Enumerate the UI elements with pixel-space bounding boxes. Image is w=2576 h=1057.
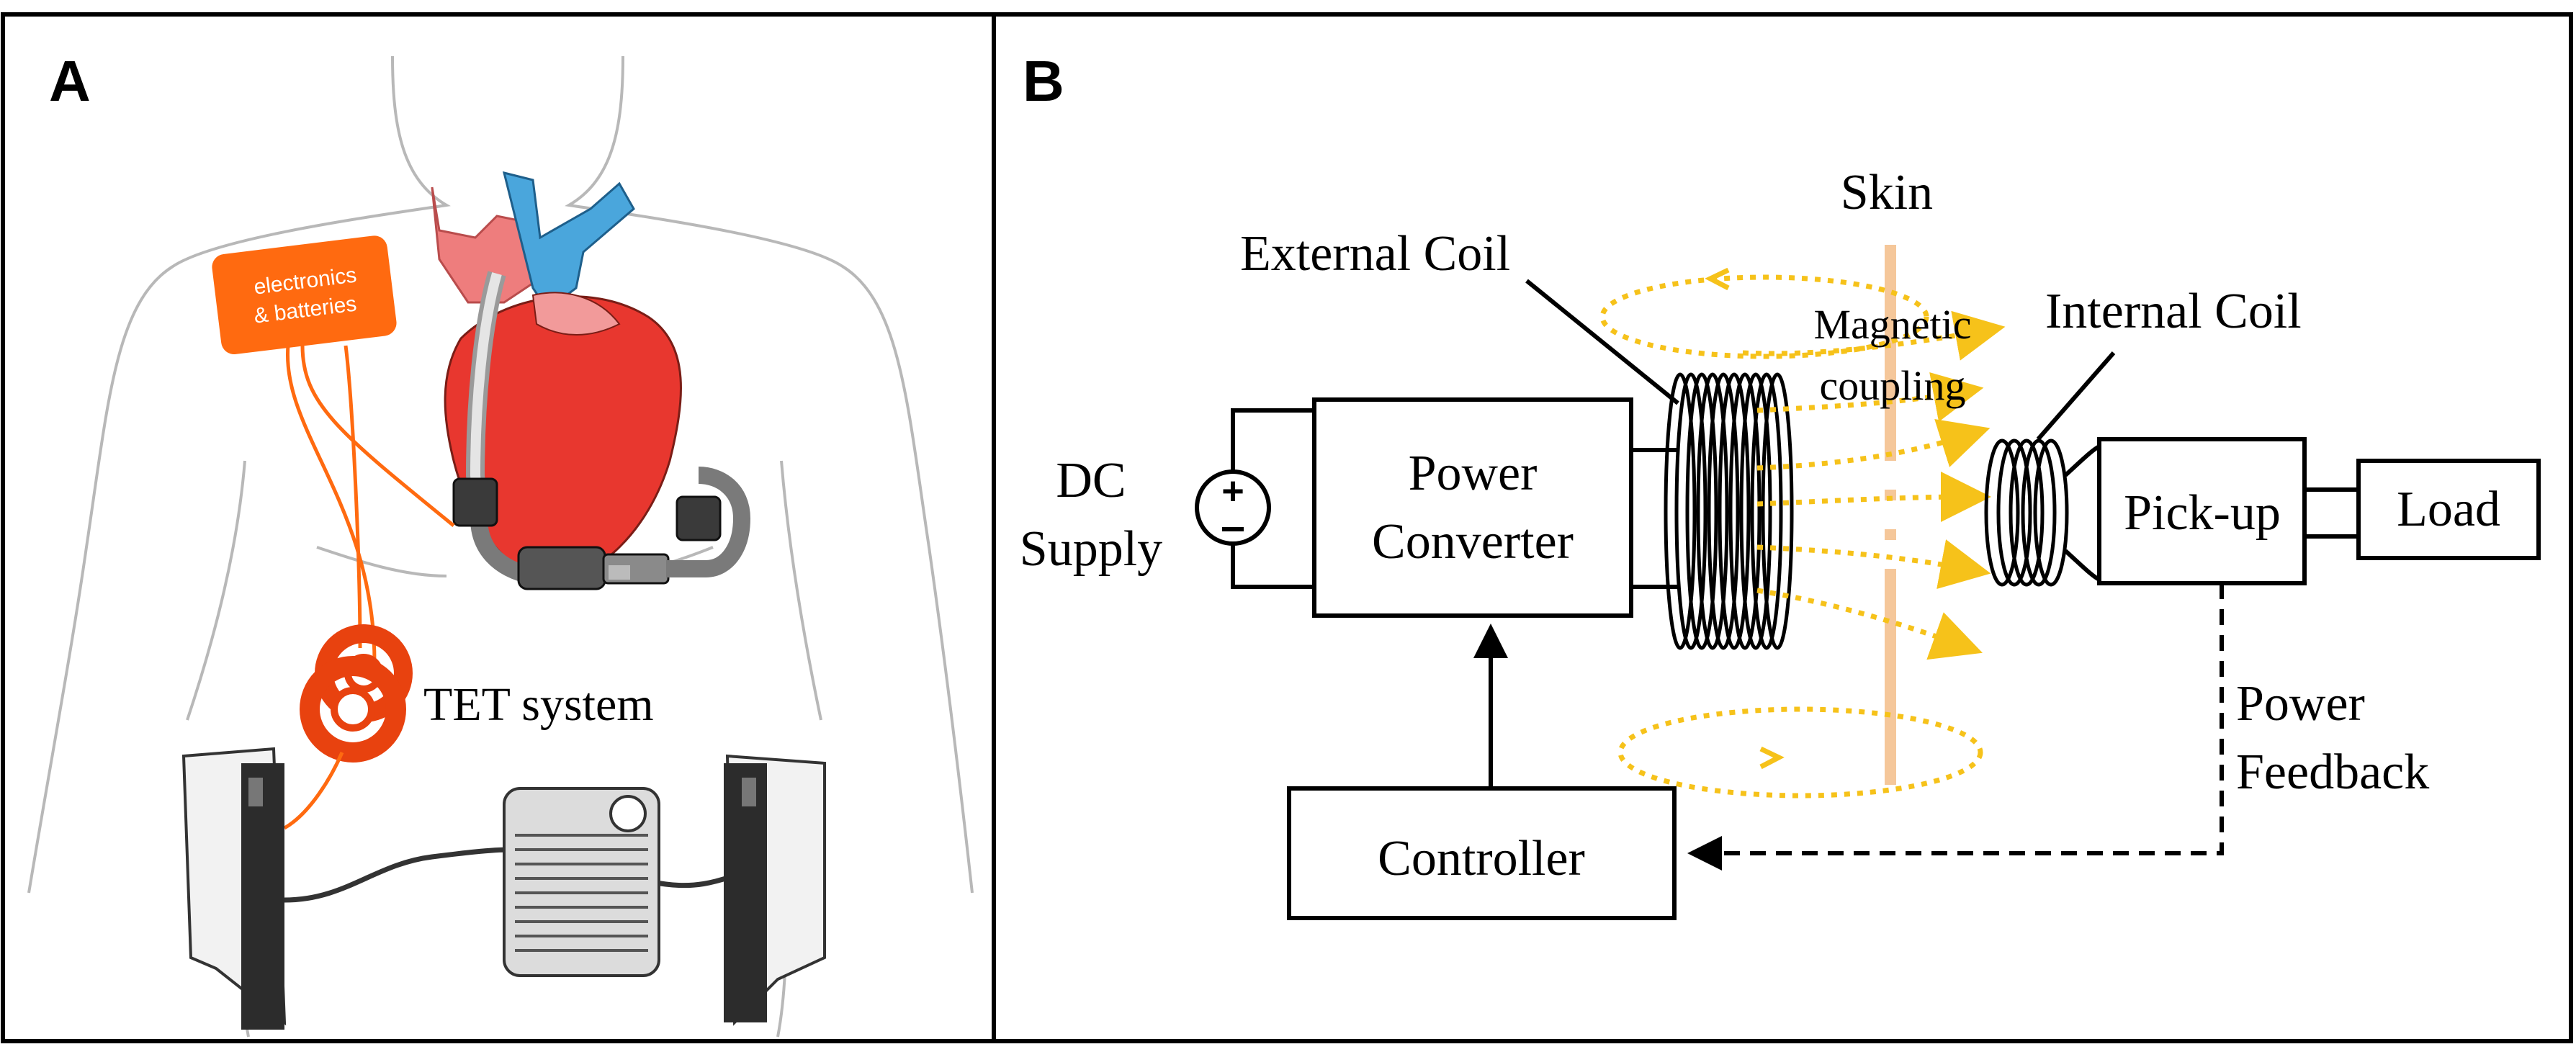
drive-line-3 (344, 345, 362, 649)
skin-label: Skin (1841, 165, 1933, 220)
power-feedback-path (1687, 583, 2224, 871)
pickup-box (2097, 437, 2307, 585)
svg-text:+: + (1221, 469, 1244, 513)
panel-a-letter: A (49, 49, 91, 113)
load-label: Load (2397, 482, 2500, 537)
heart (431, 171, 682, 585)
electronics-box (212, 235, 397, 355)
internal-coil-leader (2036, 351, 2116, 441)
heart-top (531, 292, 621, 336)
load-box (2356, 459, 2541, 560)
drive-line-2 (285, 345, 377, 663)
power-converter-box (1312, 397, 1633, 618)
tet-system-label: TET system (423, 678, 654, 731)
lvad-pump (452, 467, 751, 590)
panel-b: B Skin + DC Supply Power Converter (1020, 49, 2541, 920)
heart-body (444, 295, 682, 585)
panel-b-letter: B (1023, 49, 1064, 113)
external-coil-leader (1525, 279, 1679, 405)
feedback-label-line2: Feedback (2236, 745, 2429, 800)
dc-supply: + (1195, 408, 1314, 589)
magnetic-field (1599, 274, 2006, 799)
magnetic-label-line2: coupling (1820, 362, 1966, 409)
body-outline (27, 55, 974, 1038)
dc-label-line1: DC (1056, 453, 1126, 508)
feedback-label-line1: Power (2236, 676, 2365, 732)
electronics-module: electronics & batteries (212, 235, 455, 663)
magnetic-label-line1: Magnetic (1813, 301, 1971, 348)
pickup-label: Pick-up (2124, 485, 2281, 541)
power-converter-label-line2: Converter (1372, 514, 1574, 570)
external-battery-belt (181, 747, 826, 1030)
field-direction-arrows (1705, 267, 1785, 770)
internal-coil-label: Internal Coil (2045, 284, 2302, 339)
power-converter-label-line1: Power (1409, 446, 1538, 501)
controller-label: Controller (1378, 831, 1585, 886)
figure-frame (1, 12, 2573, 1043)
tet-coils (283, 624, 413, 830)
drive-line-1 (300, 345, 455, 527)
vein-blue (502, 171, 635, 312)
external-coil-label: External Coil (1240, 226, 1510, 282)
dc-label-line2: Supply (1020, 521, 1162, 577)
panel-a: A (27, 49, 974, 1038)
external-coil (1664, 372, 1794, 650)
controller-box (1287, 786, 1677, 920)
internal-coil (1984, 438, 2069, 587)
